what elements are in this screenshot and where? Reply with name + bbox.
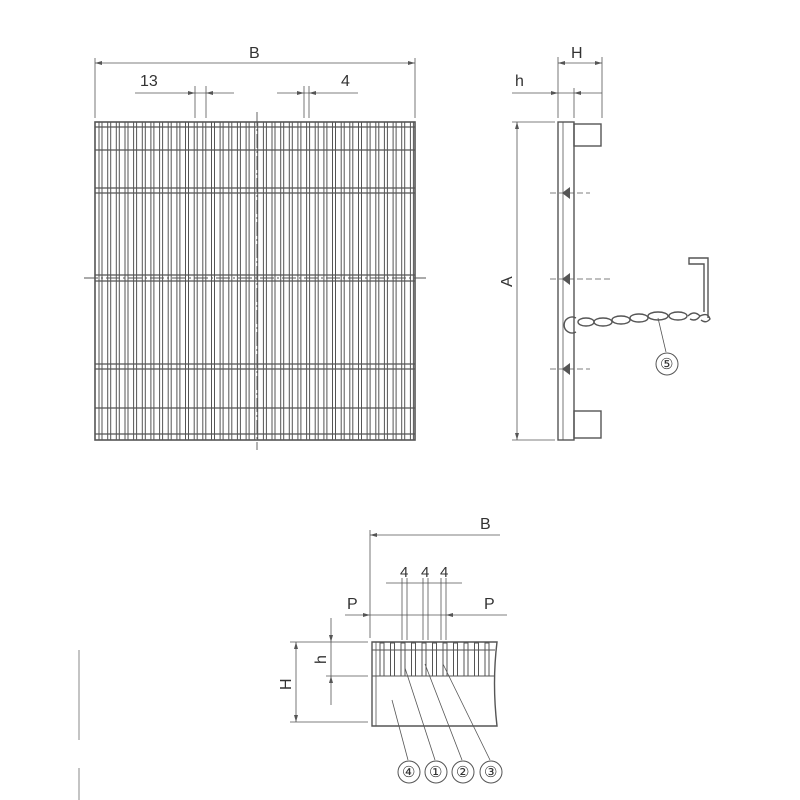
label-h-side: H <box>571 45 583 62</box>
section-bar <box>421 642 427 677</box>
callout-5: ⑤ <box>660 356 673 373</box>
callout-leaders <box>391 663 491 761</box>
label-p-right: P <box>484 596 495 613</box>
section-bar <box>453 642 458 677</box>
section-bar <box>379 642 385 677</box>
label-thk-3: 4 <box>440 564 448 581</box>
label-thk-1: 4 <box>400 564 408 581</box>
end-block-top <box>573 123 602 147</box>
section-view <box>290 530 507 784</box>
section-bar <box>400 642 406 677</box>
dimension-bar-thickness <box>277 86 358 118</box>
cross-bars <box>95 126 415 435</box>
label-b-top: B <box>249 45 260 62</box>
dimension-b <box>94 58 416 118</box>
section-bar <box>484 642 490 677</box>
label-h-section: H <box>278 678 295 690</box>
section-bar <box>463 642 469 677</box>
callout-2: ② <box>456 764 469 781</box>
callout-3: ③ <box>484 764 497 781</box>
label-thickness: 4 <box>341 73 350 90</box>
label-small-h-section: h <box>313 655 330 664</box>
side-bar <box>557 121 575 441</box>
dimension-pitch <box>135 86 234 118</box>
side-view <box>512 57 711 441</box>
dimension-p-section <box>345 613 507 617</box>
section-bar <box>411 642 416 677</box>
section-bar <box>390 642 395 677</box>
end-block-bottom <box>573 410 602 439</box>
dimension-thickness-section <box>386 578 462 640</box>
label-pitch: 13 <box>140 73 158 90</box>
section-bar <box>442 642 448 677</box>
dimension-b-section <box>369 530 500 638</box>
label-p-left: P <box>347 596 358 613</box>
dimension-h-side <box>512 57 603 118</box>
label-small-h-side: h <box>515 73 524 90</box>
section-body <box>371 641 498 727</box>
section-bars <box>379 642 490 677</box>
plan-view <box>84 58 426 450</box>
label-thk-2: 4 <box>421 564 429 581</box>
label-a: A <box>499 276 516 287</box>
section-bar <box>432 642 437 677</box>
fastener-marks <box>562 187 570 375</box>
callout-1: ① <box>429 764 442 781</box>
callout-4: ④ <box>402 764 415 781</box>
safety-chain <box>563 257 711 334</box>
dimension-h-section <box>290 618 368 723</box>
dimension-a <box>512 121 555 441</box>
section-bar <box>474 642 479 677</box>
callout-circle-5 <box>655 352 679 376</box>
center-lines <box>84 112 426 450</box>
label-b-section: B <box>480 516 491 533</box>
